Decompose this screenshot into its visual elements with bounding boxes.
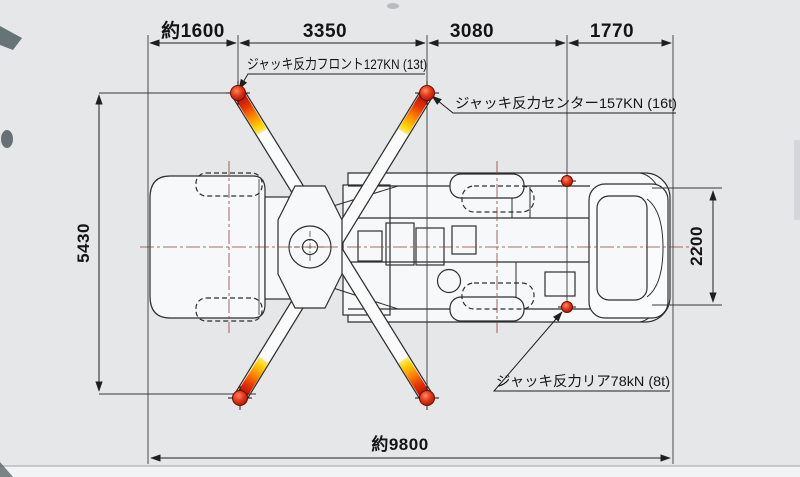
jack-pad-center-left <box>419 85 435 101</box>
windshield-line <box>646 198 664 298</box>
deck-box-3 <box>415 227 445 266</box>
dim-label-3350: 3350 <box>303 21 347 42</box>
rear-tire-top <box>461 185 535 213</box>
centerlines <box>140 161 695 333</box>
beam-tip-center-right <box>398 357 430 397</box>
beam-tip-front-right <box>237 357 269 397</box>
jack-pad-rear-bottom <box>561 301 573 313</box>
dim-label-1600: 約1600 <box>161 19 225 42</box>
jack-pad-center-right <box>419 390 435 406</box>
scan-artifact-top <box>387 3 399 9</box>
beam-tip-front-left <box>235 94 267 135</box>
counterweight-body <box>149 175 266 319</box>
jack-pads <box>226 81 576 410</box>
deck-box-1 <box>357 230 383 262</box>
jack-pad-front-left <box>230 85 246 101</box>
beam-tip-center-left <box>398 94 430 135</box>
jack-reaction-labels: ジャッキ反力フロント127KN (13t) ジャッキ反力センター157KN (1… <box>247 56 677 389</box>
leader-center-jack <box>431 95 676 114</box>
scan-artifact-right <box>794 140 800 220</box>
deck-box-2 <box>385 222 415 266</box>
dim-label-2200: 2200 <box>687 226 706 266</box>
scan-artifacts <box>0 3 800 477</box>
jack-pad-front-right <box>232 390 248 406</box>
label-jack-center: ジャッキ反力センター157KN (16t) <box>455 95 677 111</box>
dim-label-1770: 1770 <box>590 21 634 42</box>
dim-label-3080: 3080 <box>450 21 494 42</box>
deck-box-5 <box>544 271 576 297</box>
leader-front-jack <box>238 73 425 90</box>
bottom-paper-strip <box>0 466 800 477</box>
leader-rear-jack <box>492 311 670 392</box>
scan-artifact-bottom-left <box>0 462 13 477</box>
deck-drum <box>436 268 462 294</box>
dimension-lines <box>95 39 717 462</box>
label-jack-rear: ジャッキ反力リア78kN (8t) <box>496 373 670 389</box>
scan-artifact-left <box>1 130 13 148</box>
deck-box-4 <box>451 225 477 255</box>
jack-pad-rear-top <box>561 175 573 187</box>
cab-roof <box>596 195 648 301</box>
label-jack-front: ジャッキ反力フロント127KN (13t) <box>247 56 427 72</box>
rear-tire-bottom <box>461 282 535 310</box>
dim-label-9800: 約9800 <box>371 434 428 454</box>
dim-label-5430: 5430 <box>74 223 93 263</box>
crane-truck-plan-view <box>149 172 671 323</box>
scan-artifact-top-left <box>0 26 22 50</box>
dimension-labels: 約1600 3350 3080 1770 5430 2200 約9800 <box>74 19 706 454</box>
